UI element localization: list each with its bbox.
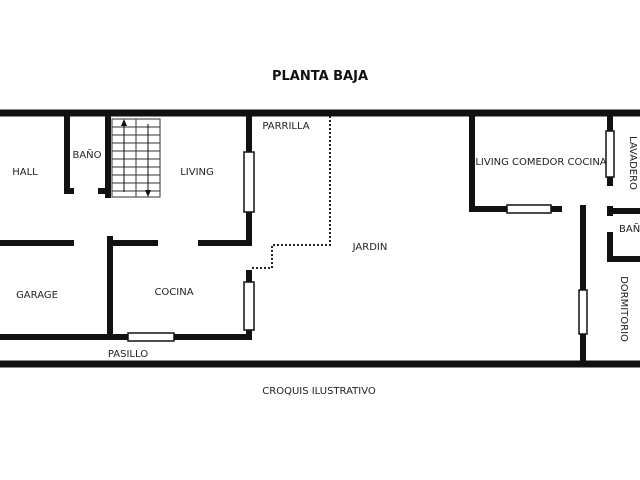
living-window [243,151,255,213]
room-label-bano-1: BAÑO [72,148,101,161]
room-label-garage: GARAGE [16,290,58,301]
cocina-wall-stub [246,270,252,280]
room-label-hall: HALL [12,167,38,178]
room-label-parrilla: PARRILLA [262,121,309,132]
lavadero-window [605,130,615,178]
dormitorio-window [578,289,588,335]
parrilla-boundary [250,116,331,269]
staircase [111,118,161,198]
room-label-living: LIVING [180,167,214,178]
room-label-bano-2: BAÑ [619,222,640,235]
pasillo-window [127,332,175,342]
room-label-jardin: JARDIN [352,242,388,253]
room-label-pasillo: PASILLO [108,349,148,360]
lcc-window [506,204,552,214]
room-label-living-comedor-cocina: LIVING COMEDOR COCINA [475,157,606,168]
sketch-caption: CROQUIS ILUSTRATIVO [262,386,376,397]
room-label-dormitorio: DORMITORIO [618,276,629,342]
plan-title: PLANTA BAJA [272,69,368,84]
room-label-cocina: COCINA [154,287,193,298]
room-label-lavadero: LAVADERO [627,136,638,190]
cocina-window [243,281,255,331]
